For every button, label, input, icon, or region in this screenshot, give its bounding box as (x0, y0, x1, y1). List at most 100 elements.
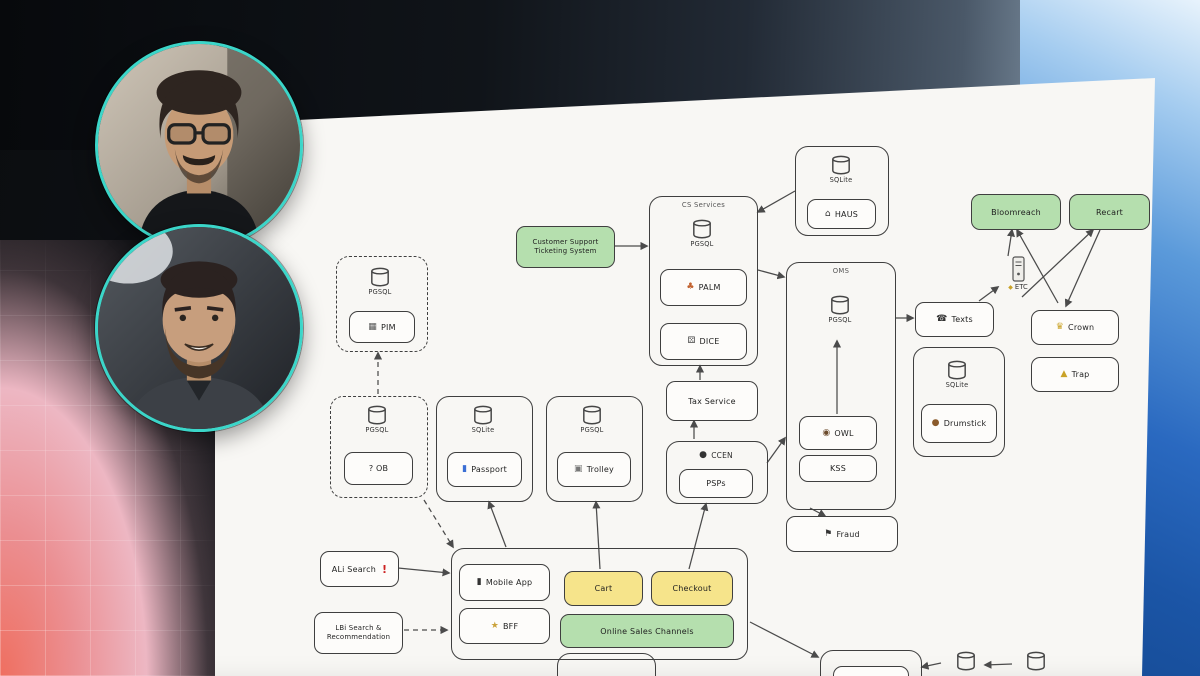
mobile-app-icon: ▮ (476, 577, 482, 587)
fraud-icon: ⚑ (824, 528, 833, 539)
diagram-node-haus: ⌂HAUS (807, 199, 876, 229)
diagram-node-texts: ☎Texts (915, 302, 994, 337)
database-cylinder-icon (693, 219, 711, 239)
diagram-node-passport: ▮Passport (447, 452, 522, 487)
database-icon-pim-db: PGSQL (358, 267, 402, 296)
participant-2-portrait (98, 227, 300, 429)
trolley-label: Trolley (586, 465, 614, 474)
bloomreach-label: Bloomreach (991, 207, 1041, 217)
database-label-passport-db: SQLite (471, 426, 495, 434)
database-icon-bottom-db-2 (1014, 651, 1058, 672)
etc-label: ETC (1014, 283, 1028, 291)
diagram-node-etc: ◆ETC (995, 256, 1041, 291)
bff-icon: ★ (490, 620, 499, 631)
database-cylinder-icon (474, 405, 492, 425)
database-label-haus-db: SQLite (829, 176, 853, 184)
database-icon-haus-db: SQLite (819, 155, 863, 184)
cart-label: Cart (594, 584, 613, 593)
texts-label: Texts (951, 315, 973, 324)
diagram-node-psps: PSPs (679, 469, 753, 498)
ali-search-alert-icon: ! (381, 562, 388, 576)
participant-video-1[interactable] (95, 41, 303, 249)
database-icon-passport-db: SQLite (461, 405, 505, 434)
database-icon-trolley-db: PGSQL (570, 405, 614, 434)
palm-icon: ♣ (686, 282, 695, 292)
database-label-trolley-db: PGSQL (580, 426, 604, 434)
diagram-arrow-11 (1006, 228, 1016, 257)
diagram-node-ob: ? OB (344, 452, 413, 485)
diagram-node-cart: Cart (564, 571, 643, 606)
database-icon-oms-db: PGSQL (818, 295, 862, 324)
diagram-node-dice: ⚄DICE (660, 323, 747, 360)
fraud-label: Fraud (836, 529, 860, 539)
dice-label: DICE (699, 337, 720, 346)
diagram-group-pim (336, 256, 428, 352)
diagram-group-oms: OMS (786, 262, 896, 510)
diagram-node-ccen-title: ●CCEN (686, 447, 746, 463)
diagram-node-fraud: ⚑Fraud (786, 516, 898, 552)
diagram-node-tax-service: Tax Service (666, 381, 758, 421)
passport-label: Passport (471, 465, 507, 474)
database-cylinder-icon (832, 155, 850, 175)
database-icon-cs-db: PGSQL (680, 219, 724, 248)
tax-service-label: Tax Service (688, 396, 736, 406)
diagram-node-trap: ▲Trap (1031, 357, 1119, 392)
participant-video-2[interactable] (95, 224, 303, 432)
drumstick-icon: ● (931, 418, 940, 428)
diagram-node-crown: ♛Crown (1031, 310, 1119, 345)
trap-label: Trap (1071, 370, 1090, 379)
trolley-icon: ▣ (574, 464, 583, 474)
database-cylinder-icon (371, 267, 389, 287)
participant-1-portrait (98, 44, 300, 246)
diagram-arrow-16 (592, 500, 601, 570)
diagram-node-recart: Recart (1069, 194, 1150, 230)
psps-label: PSPs (706, 479, 726, 488)
online-sales-channels-label: Online Sales Channels (600, 626, 694, 636)
diagram-group-cs-services-label: CS Services (681, 201, 726, 209)
etc-mini-icon: ◆ (1008, 283, 1013, 291)
database-cylinder-icon (948, 360, 966, 380)
diagram-group-bottom-mid (557, 653, 656, 676)
diagram-group-passport (436, 396, 533, 502)
diagram-arrow-19 (423, 499, 454, 549)
diagram-arrow-7 (766, 436, 786, 464)
ccen-title-label: CCEN (711, 450, 733, 460)
recart-label: Recart (1095, 207, 1124, 217)
crown-label: Crown (1068, 323, 1095, 332)
database-label-pim-db: PGSQL (368, 288, 392, 296)
diagram-arrow-17 (688, 502, 709, 570)
diagram-arrow-23 (920, 661, 942, 670)
database-icon-bottom-db-1 (944, 651, 988, 672)
crown-icon: ♛ (1055, 322, 1065, 332)
diagram-node-palm: ♣PALM (660, 269, 747, 306)
texts-icon: ☎ (936, 314, 948, 324)
diagram-node-kss: KSS (799, 455, 877, 482)
diagram-arrow-3 (757, 269, 786, 280)
diagram-arrow-22 (749, 621, 820, 658)
diagram-group-trolley (546, 396, 643, 502)
database-label-drumstick-db: SQLite (945, 381, 969, 389)
etc-label-row: ◆ETC (1008, 283, 1027, 291)
diagram-node-ali-search: ALi Search! (320, 551, 399, 587)
diagram-node-bloomreach: Bloomreach (971, 194, 1061, 230)
database-icon-ob-db: PGSQL (355, 405, 399, 434)
trap-icon: ▲ (1060, 369, 1068, 379)
dice-icon: ⚄ (687, 336, 696, 346)
diagram-group-haus (795, 146, 889, 236)
diagram-node-online-sales-channels: Online Sales Channels (560, 614, 734, 648)
diagram-node-owl: ◉OWL (799, 416, 877, 450)
diagram-node-mobile-app: ▮Mobile App (459, 564, 550, 601)
database-cylinder-icon (583, 405, 601, 425)
pim-icon: ▦ (368, 321, 378, 332)
haus-label: HAUS (834, 209, 859, 219)
pim-label: PIM (381, 322, 396, 332)
mobile-app-label: Mobile App (485, 578, 533, 587)
diagram-node-pim: ▦PIM (349, 311, 415, 343)
diagram-node-drumstick: ●Drumstick (921, 404, 997, 443)
diagram-node-trolley: ▣Trolley (557, 452, 631, 487)
diagram-node-lbi-search: LBi Search &Recommendation (314, 612, 403, 654)
